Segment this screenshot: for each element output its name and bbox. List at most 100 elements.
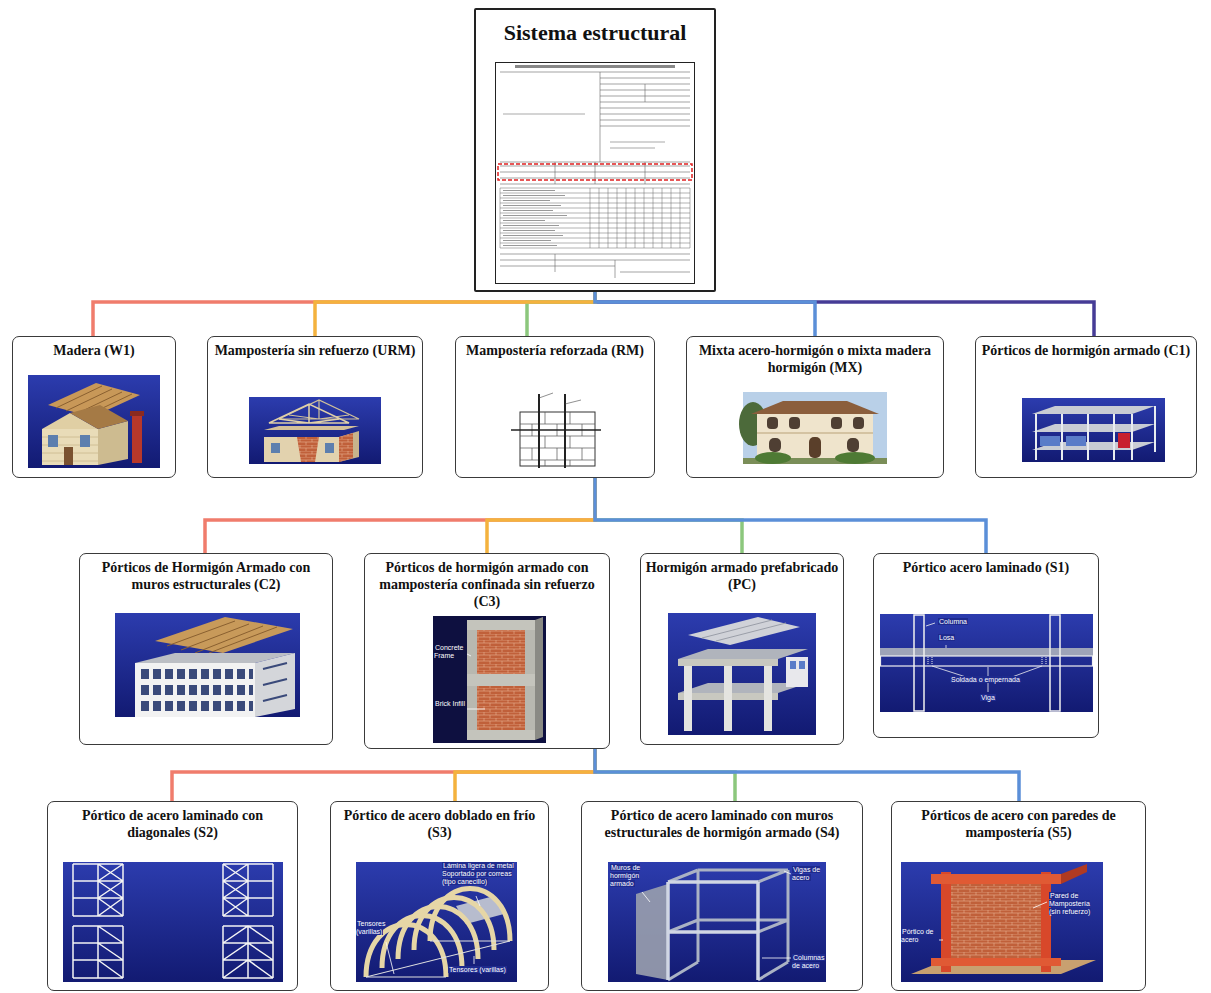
cold-formed-steel-illustration xyxy=(356,862,517,982)
precast-concrete-illustration xyxy=(688,617,800,645)
callout-label: Columnas de acero xyxy=(792,954,826,970)
callout-label: Tensores (varillas) xyxy=(356,920,392,936)
callout-label: Pórtico de acero xyxy=(901,928,939,944)
callout-label: Lámina ligera de metal Soportado por cor… xyxy=(442,862,516,886)
timber-house-illustration xyxy=(28,375,160,468)
tree-connector xyxy=(595,749,735,801)
box-title: Mampostería reforzada (RM) xyxy=(460,343,650,360)
callout-text: Pared de Mampostería (sin refuerzo) xyxy=(1049,892,1091,915)
callout-text: Viga xyxy=(980,694,996,701)
mixed-house-photo xyxy=(757,412,873,458)
steel-frame-concrete-wall-illustration xyxy=(668,870,788,980)
concrete-frame-illustration xyxy=(1022,398,1165,462)
box-title: Pórticos de Hormigón Armado con muros es… xyxy=(84,560,328,594)
tree-connector xyxy=(595,749,1019,801)
callout-text: Columnas de acero xyxy=(792,954,825,969)
form-thumbnail xyxy=(498,164,692,180)
cold-formed-steel-illustration xyxy=(366,941,510,977)
steel-frame-masonry-illustration xyxy=(939,902,1047,940)
system-box: Mampostería reforzada (RM) xyxy=(455,336,655,478)
confined-masonry-illustration xyxy=(467,730,535,740)
box-title: Pórticos de hormigón armado con mamposte… xyxy=(369,560,605,610)
steel-frame-masonry-illustration xyxy=(901,862,1103,982)
box-title: Mixta acero-hormigón o mixta madera horm… xyxy=(691,343,939,377)
steel-frame-illustration xyxy=(880,614,1093,712)
steel-frame-masonry-illustration xyxy=(931,874,1061,884)
steel-frame-masonry-illustration xyxy=(941,872,951,972)
form-thumbnail xyxy=(500,254,690,278)
unreinforced-masonry-illustration xyxy=(271,443,280,453)
concrete-frame-illustration xyxy=(1032,424,1155,432)
cold-formed-steel-illustration xyxy=(398,907,478,960)
system-box: Pórtico de acero laminado con diagonales… xyxy=(47,801,298,991)
box-title: Pórtico acero laminado (S1) xyxy=(878,560,1094,577)
mixed-house-photo xyxy=(847,438,859,452)
box-title: Mampostería sin refuerzo (URM) xyxy=(212,343,418,360)
confined-masonry-illustration xyxy=(535,617,543,740)
unreinforced-masonry-illustration xyxy=(325,443,334,453)
steel-frame-concrete-wall-illustration xyxy=(642,871,791,958)
confined-masonry-illustration xyxy=(467,674,535,686)
precast-concrete-illustration xyxy=(786,657,808,687)
mixed-house-photo xyxy=(835,452,875,464)
system-box: Madera (W1) xyxy=(12,336,176,478)
confined-masonry-illustration xyxy=(433,616,546,743)
callout-text: Lámina ligera de metal Soportado por cor… xyxy=(442,862,514,885)
unreinforced-masonry-illustration xyxy=(264,437,339,462)
box-title: Hormigón armado prefabricado (PC) xyxy=(645,560,839,594)
tree-connector xyxy=(205,478,595,553)
box-title: Pórticos de hormigón armado (C1) xyxy=(980,343,1192,360)
mixed-house-photo xyxy=(755,452,791,464)
timber-house-illustration xyxy=(28,375,160,468)
timber-house-illustration xyxy=(42,429,98,465)
braced-steel-frames-illustration xyxy=(63,862,283,982)
tree-connector xyxy=(595,478,742,553)
unreinforced-masonry-illustration xyxy=(264,426,359,430)
tree-connector xyxy=(172,749,595,801)
reinforced-masonry-illustration xyxy=(539,394,565,468)
timber-house-illustration xyxy=(64,447,73,465)
root-box: Sistema estructural xyxy=(474,8,716,292)
steel-frame-illustration xyxy=(1050,615,1060,711)
unreinforced-masonry-illustration xyxy=(297,437,319,462)
box-title: Pórtico de acero laminado con muros estr… xyxy=(586,808,858,842)
cold-formed-steel-illustration xyxy=(430,889,510,942)
mixed-house-photo xyxy=(769,438,781,452)
braced-steel-frames-illustration xyxy=(73,864,123,916)
unreinforced-masonry-illustration xyxy=(269,404,349,423)
reinforced-masonry-illustration xyxy=(511,429,601,431)
callout-label: Tensores (varillas) xyxy=(448,966,507,974)
tree-connector xyxy=(315,292,595,336)
tree-connector xyxy=(93,292,595,336)
steel-frame-concrete-wall-illustration xyxy=(668,882,758,980)
form-thumbnail xyxy=(500,72,690,184)
precast-concrete-illustration xyxy=(799,661,805,669)
mixed-house-photo xyxy=(831,417,842,429)
system-box: Pórtico de acero doblado en frío (S3) xyxy=(330,801,549,991)
precast-concrete-illustration xyxy=(668,613,816,735)
steel-frame-concrete-wall-illustration xyxy=(636,884,668,980)
form-thumbnail xyxy=(515,65,675,68)
callout-text: Concrete Frame xyxy=(434,644,463,659)
system-box: Pórtico acero laminado (S1) xyxy=(873,553,1099,738)
concrete-wall-building-illustration xyxy=(115,613,300,717)
callout-label: Soldada o empernada xyxy=(950,676,1021,684)
concrete-wall-building-illustration xyxy=(167,621,277,653)
callout-text: Soldada o empernada xyxy=(950,676,1021,683)
timber-house-illustration xyxy=(132,415,142,463)
system-box: Pórticos de Hormigón Armado con muros es… xyxy=(79,553,333,745)
callout-label: Pared de Mampostería (sin refuerzo) xyxy=(1049,892,1103,916)
unreinforced-masonry-illustration xyxy=(339,433,353,462)
steel-frame-masonry-illustration xyxy=(1061,864,1087,884)
callout-label: Concrete Frame xyxy=(434,644,466,660)
reinforced-masonry-illustration xyxy=(520,412,595,466)
form-thumbnail xyxy=(496,63,695,284)
callout-text: Losa xyxy=(938,634,955,641)
steel-frame-illustration xyxy=(880,614,1093,712)
callout-label: Losa xyxy=(938,634,955,642)
cold-formed-steel-illustration xyxy=(356,862,517,982)
